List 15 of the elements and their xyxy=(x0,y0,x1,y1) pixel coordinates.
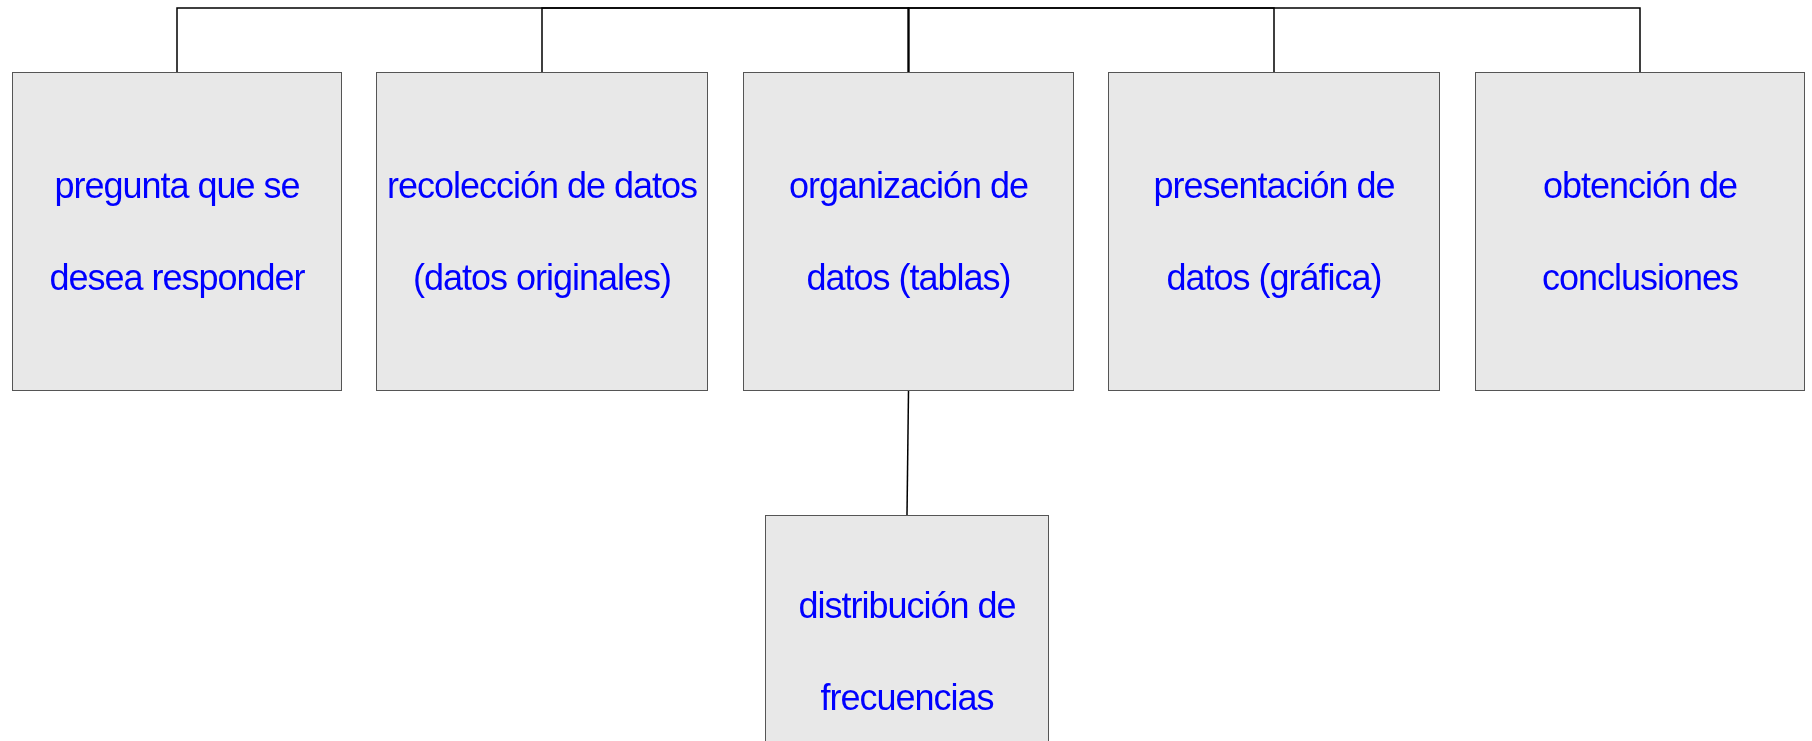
connector-line xyxy=(906,390,910,516)
process-box xyxy=(1475,72,1805,391)
box-label: presentación de datos (gráfica) xyxy=(1152,163,1396,300)
connector-line xyxy=(541,7,910,73)
connector-line xyxy=(907,7,1641,73)
box-label: distribución de frecuencias xyxy=(797,584,1017,720)
process-box xyxy=(376,72,708,391)
box-label: pregunta que se desea responder xyxy=(48,163,306,300)
process-box xyxy=(12,72,342,391)
process-box xyxy=(765,515,1049,741)
box-label: obtención de conclusiones xyxy=(1540,163,1740,300)
box-label: recolección de datos (datos originales) xyxy=(385,163,699,300)
box-label: organización de datos (tablas) xyxy=(787,163,1030,300)
process-box xyxy=(1108,72,1440,391)
process-box xyxy=(743,72,1074,391)
